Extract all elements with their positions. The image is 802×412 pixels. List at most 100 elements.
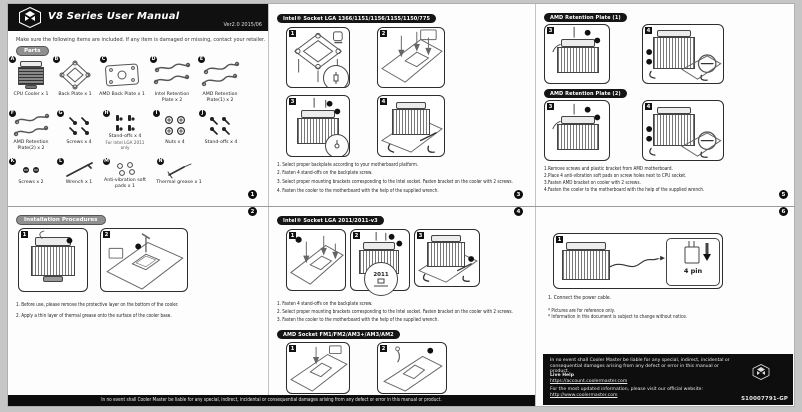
standoffs-icon bbox=[198, 112, 244, 140]
header-bar: V8 Series User Manual Ver2.0 2015/06 bbox=[8, 4, 268, 31]
step-text: 1.Remove screws and plastic bracket from… bbox=[544, 166, 673, 172]
amd-socket-heading: AMD Socket FM1/FM2/AM3+/AM3/AM2 bbox=[277, 330, 400, 339]
page-number-4: 4 bbox=[514, 207, 523, 216]
step-number-badge: 4 bbox=[380, 98, 387, 105]
step-illustration-plate1-fasten: 4 bbox=[642, 24, 724, 84]
step-text: 3. Fasten the cooler to the motherboard … bbox=[277, 317, 439, 323]
part-letter-badge: F bbox=[9, 110, 16, 117]
step-number-badge: 1 bbox=[289, 345, 296, 352]
step-illustration-power-cable: 1 4 pin bbox=[553, 233, 723, 289]
part-item-back-plate: B Back Plate x 1 bbox=[52, 56, 98, 98]
4pin-detail-box: 4 pin bbox=[666, 238, 720, 286]
step-number-badge: 1 bbox=[21, 231, 28, 238]
fold-line-2 bbox=[535, 4, 536, 406]
part-item-soft-pads: M Anti-vibration soft pads x 1 bbox=[102, 158, 148, 189]
back-plate-icon bbox=[52, 58, 98, 92]
page-number-2: 2 bbox=[248, 207, 257, 216]
part-caption: AMD Retention Plate(1) x 2 bbox=[202, 92, 238, 103]
step-illustration-plate2-fasten: 4 bbox=[642, 100, 724, 161]
part-caption: Nuts x 4 bbox=[165, 140, 185, 145]
intro-text: Make sure the following items are includ… bbox=[16, 37, 266, 43]
part-item-intel-retention-plate: D Intel Retention Plate x 2 bbox=[149, 56, 195, 103]
manual-title: V8 Series User Manual bbox=[48, 11, 180, 22]
step-text: 4. Fasten the cooler to the motherboard … bbox=[277, 188, 439, 194]
soft-pads-icon bbox=[102, 160, 148, 178]
step-text: 3. Select proper mounting brackets corre… bbox=[277, 179, 513, 185]
part-letter-badge: B bbox=[53, 56, 60, 63]
page-number-5: 5 bbox=[779, 190, 788, 199]
part-letter-badge: E bbox=[198, 56, 205, 63]
part-item-screws-4: G Screws x 4 bbox=[56, 110, 102, 146]
website-line: For the most updated information, please… bbox=[550, 387, 728, 398]
nuts-icon bbox=[152, 112, 198, 140]
step-illustration-plate1-fit: 3 bbox=[544, 24, 610, 84]
live-help-label: Live Help bbox=[550, 373, 575, 378]
step-number-badge: 1 bbox=[289, 232, 296, 239]
step-text: 2. Apply a thin layer of thermal grease … bbox=[16, 313, 172, 319]
part-caption: Screws x 2 bbox=[18, 180, 44, 185]
part-item-amd-retention-plate-2: F AMD Retention Plate(2) x 2 bbox=[8, 110, 54, 151]
website-url: http://www.coolermaster.com bbox=[550, 392, 618, 398]
amd-plate2-heading: AMD Retention Plate (2) bbox=[544, 89, 627, 98]
note-text: * Pictures are for reference only. bbox=[548, 308, 615, 314]
live-help-url: https://account.coolermaster.com bbox=[550, 379, 628, 384]
step-number-badge: 2 bbox=[103, 231, 110, 238]
part-letter-badge: C bbox=[100, 56, 107, 63]
part-item-standoffs-4b: J Stand-offs x 4 bbox=[198, 110, 244, 146]
step-number-badge: 1 bbox=[556, 236, 563, 243]
part-letter-badge: D bbox=[150, 56, 157, 63]
part-item-amd-retention-plate-1: E AMD Retention Plate(1) x 2 bbox=[197, 56, 243, 103]
step-number-badge: 2 bbox=[380, 30, 387, 37]
step-illustration-2011-wrench: 3 bbox=[414, 229, 480, 287]
amd-plate1-heading: AMD Retention Plate (1) bbox=[544, 13, 627, 22]
cpu-cooler-icon bbox=[8, 58, 54, 92]
detail-callout bbox=[323, 65, 349, 87]
step-number-badge: 4 bbox=[645, 103, 652, 110]
amd-back-plate-icon bbox=[99, 58, 145, 92]
step-illustration-remove-layer: 1 bbox=[18, 228, 88, 292]
step-number-badge: 3 bbox=[547, 103, 554, 110]
part-item-screws-2: K Screws x 2 bbox=[8, 158, 54, 186]
parts-section-label: Parts bbox=[16, 46, 49, 56]
manual-version: Ver2.0 2015/06 bbox=[223, 22, 262, 28]
part-caption: Stand-offs x 4 bbox=[204, 140, 238, 145]
step-number-badge: 2 bbox=[353, 232, 360, 239]
intel-socket-heading: Intel® Socket LGA 1366/1151/1156/1155/11… bbox=[277, 14, 437, 23]
note-text: * Information in this document is subjec… bbox=[548, 314, 688, 320]
part-item-cpu-cooler: A CPU Cooler x 1 bbox=[8, 56, 54, 98]
part-item-amd-back-plate: C AMD Back Plate x 1 bbox=[99, 56, 145, 98]
step-illustration-fasten-wrench: 4 bbox=[377, 95, 445, 157]
part-letter-badge: L bbox=[57, 158, 64, 165]
part-letter-badge: M bbox=[103, 158, 110, 165]
screws-icon bbox=[56, 112, 102, 140]
page-number-3: 3 bbox=[514, 190, 523, 199]
step-text: 4.Fasten the cooler to the motherboard w… bbox=[544, 187, 705, 193]
part-caption: Screws x 4 bbox=[66, 140, 92, 145]
detail-callout bbox=[325, 134, 349, 156]
intel-2011-heading: Intel® Socket LGA 2011/2011-v3 bbox=[277, 216, 384, 225]
part-caption: Thermal grease x 1 bbox=[156, 180, 202, 185]
cooler-master-badge-icon bbox=[752, 364, 770, 380]
step-text: 1. Before use, please remove the protect… bbox=[16, 302, 179, 308]
part-caption: Anti-vibration soft pads x 1 bbox=[104, 178, 146, 189]
legal-info-box: In no event shall Cooler Master be liabl… bbox=[543, 354, 793, 405]
part-caption: AMD Retention Plate(2) x 2 bbox=[13, 140, 49, 151]
part-letter-badge: A bbox=[9, 56, 16, 63]
step-illustration-plate2-fit: 3 bbox=[544, 100, 610, 161]
step-illustration-bracket: 3 bbox=[286, 95, 350, 157]
part-caption: Wrench x 1 bbox=[65, 180, 93, 185]
socket-2011-callout: 2011 bbox=[364, 262, 398, 296]
part-letter-badge: I bbox=[153, 110, 160, 117]
box-disclaimer: In no event shall Cooler Master be liabl… bbox=[550, 358, 730, 375]
page-number-1: 1 bbox=[248, 190, 257, 199]
step-illustration-2011-standoffs: 1 bbox=[286, 229, 346, 291]
wrench-icon bbox=[56, 160, 102, 180]
step-number-badge: 3 bbox=[289, 98, 296, 105]
website-prefix: For the most updated information, please… bbox=[550, 387, 704, 392]
fold-line-1 bbox=[268, 4, 269, 406]
connect-cable-text: 1. Connect the power cable. bbox=[548, 295, 612, 301]
part-letter-badge: N bbox=[157, 158, 164, 165]
step-number-badge: 3 bbox=[417, 232, 424, 239]
step-text: 2. Fasten 4 stand-offs on the backplate … bbox=[277, 170, 373, 176]
step-number-badge: 2 bbox=[380, 345, 387, 352]
